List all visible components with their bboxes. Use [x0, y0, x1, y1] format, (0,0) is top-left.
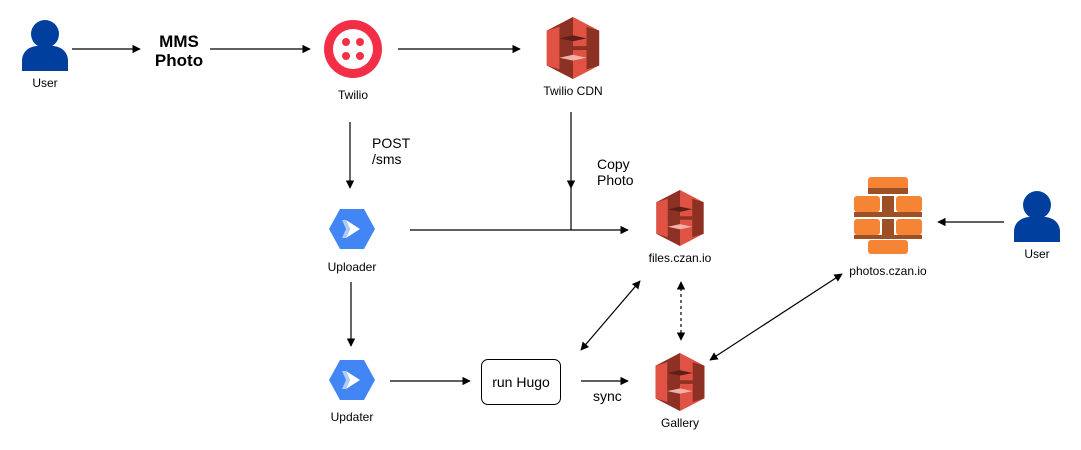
node-label-photos: photos.czan.io — [849, 264, 927, 278]
cloudfront-icon — [854, 177, 922, 254]
twilio-logo-icon — [324, 20, 382, 78]
post-sms-line1: POST — [372, 135, 411, 151]
edge-label-sync: sync — [593, 388, 622, 404]
s3-bucket-icon — [546, 17, 600, 79]
node-mms-photo: MMS Photo — [148, 32, 210, 70]
node-label-files: files.czan.io — [648, 251, 712, 265]
edge-gallery-photos-bidirectional — [709, 273, 843, 361]
cloud-run-icon — [329, 360, 375, 400]
edge-label-copy-photo: Copy Photo — [597, 156, 634, 188]
s3-bucket-icon — [656, 190, 704, 246]
cloud-run-icon — [329, 209, 375, 249]
node-label-twilio: Twilio — [337, 88, 368, 102]
node-label-updater: Updater — [330, 410, 374, 424]
mms-photo-line2: Photo — [154, 51, 204, 70]
post-sms-line2: /sms — [372, 151, 402, 167]
node-label-user-left: User — [32, 76, 58, 90]
user-icon — [1014, 191, 1060, 242]
edge-label-post-sms: POST /sms — [372, 135, 410, 167]
node-label-uploader: Uploader — [327, 260, 377, 274]
node-label-twilio-cdn: Twilio CDN — [543, 84, 603, 98]
copy-photo-line1: Copy — [597, 156, 630, 172]
mms-photo-line1: MMS — [159, 32, 199, 51]
node-label-user-right: User — [1024, 247, 1050, 261]
copy-photo-line2: Photo — [597, 172, 634, 188]
s3-bucket-icon — [655, 353, 705, 411]
node-run-hugo: run Hugo — [481, 359, 561, 405]
edge-hugo-files-bidirectional — [580, 280, 641, 351]
node-label-gallery: Gallery — [660, 416, 699, 430]
user-icon — [22, 20, 68, 71]
